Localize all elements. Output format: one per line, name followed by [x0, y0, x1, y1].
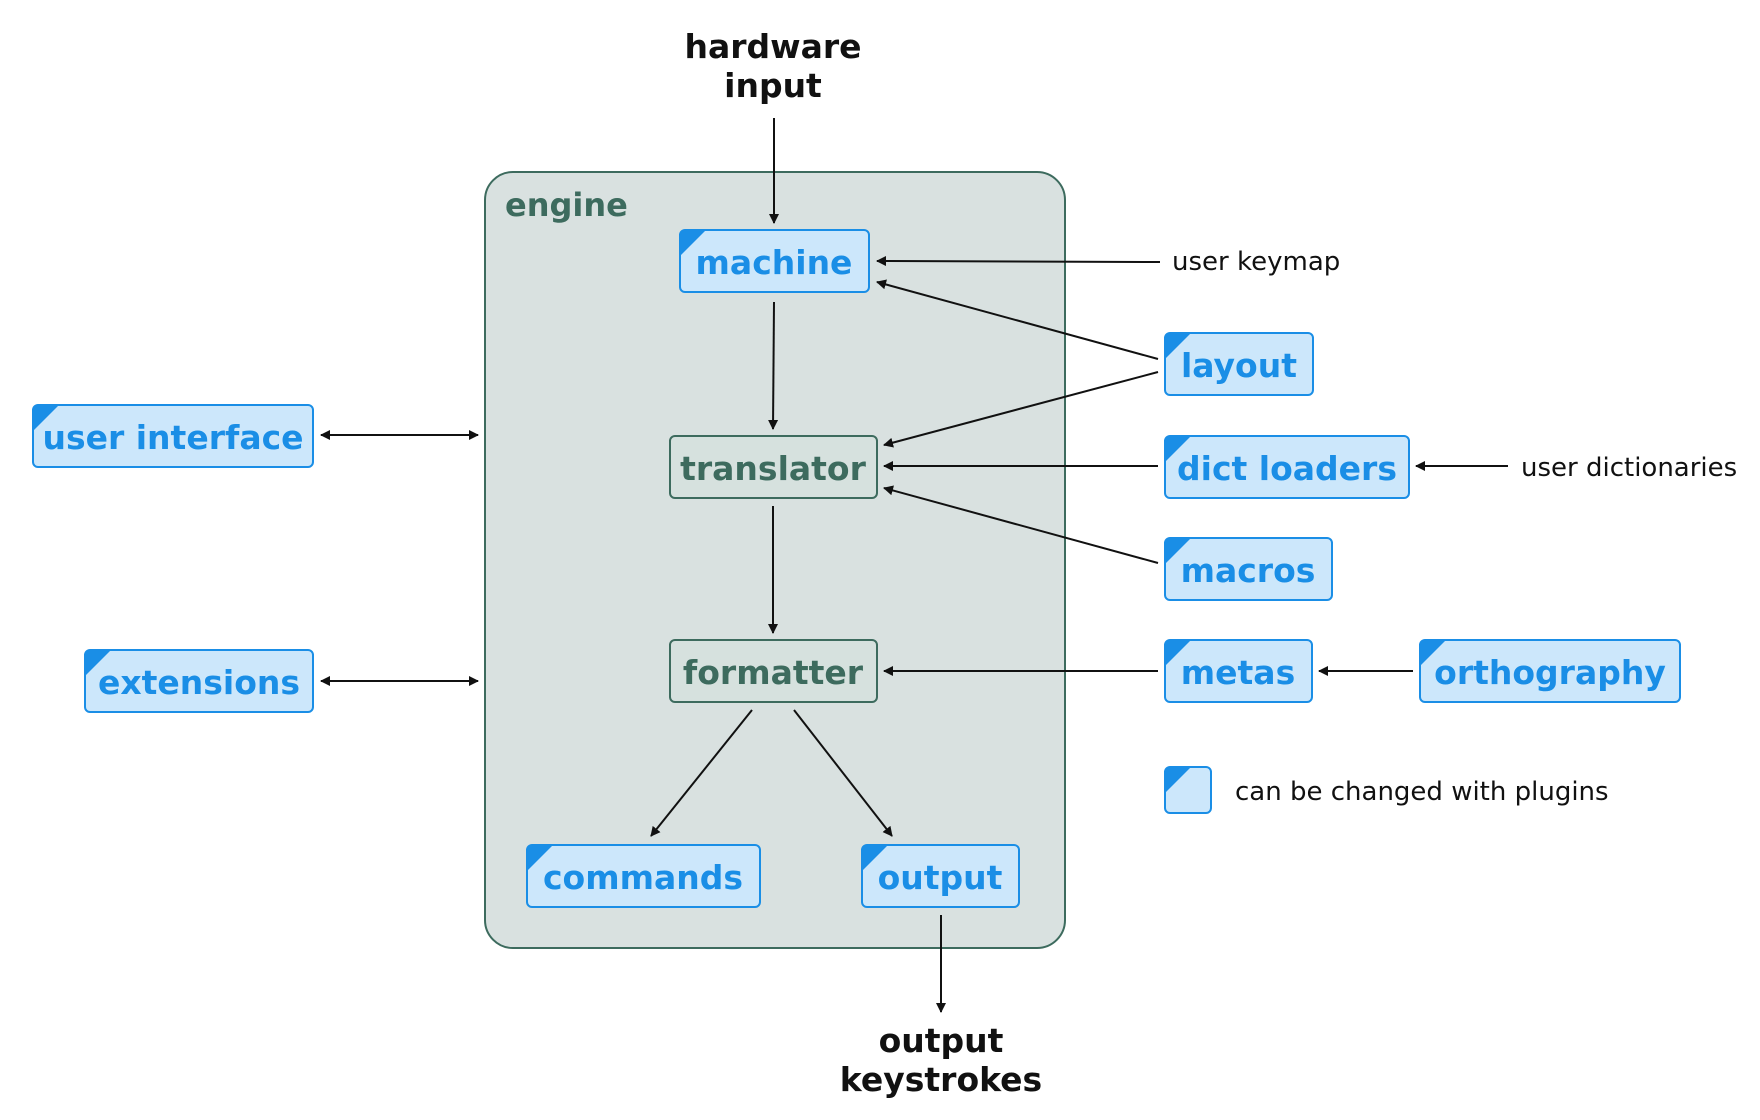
metas-node: metas	[1164, 639, 1313, 703]
svg-text:macros: macros	[1181, 551, 1316, 590]
svg-text:extensions: extensions	[98, 663, 300, 702]
svg-text:user interface: user interface	[42, 418, 303, 457]
svg-text:output: output	[878, 858, 1003, 897]
svg-text:machine: machine	[696, 243, 853, 282]
commands-node: commands	[526, 844, 761, 908]
arrow-keymap-to-machine	[876, 256, 1161, 267]
machine-node: machine	[679, 229, 870, 293]
connector-arrows	[320, 118, 1508, 1013]
user-dictionaries-label: user dictionaries	[1521, 453, 1737, 483]
plugin-corner-icon	[1165, 436, 1191, 462]
engine-container: engine	[484, 171, 1066, 949]
arrow-layout-to-translator	[883, 371, 1159, 448]
plugin-corner-icon	[1165, 640, 1191, 666]
plugin-corner-icon	[85, 650, 111, 676]
output-node: output	[861, 844, 1020, 908]
svg-text:input: input	[724, 66, 822, 105]
legend: can be changed with plugins	[1164, 766, 1609, 814]
svg-text:hardware: hardware	[684, 27, 861, 66]
svg-text:keystrokes: keystrokes	[840, 1060, 1042, 1099]
plugin-corner-icon	[33, 405, 59, 431]
svg-text:commands: commands	[543, 858, 743, 897]
legend-text: can be changed with plugins	[1235, 777, 1609, 807]
engine-label: engine	[505, 186, 628, 224]
arrow-formatter-to-output	[793, 709, 893, 837]
user-interface-node: user interface	[32, 404, 314, 468]
plugin-corner-icon	[862, 845, 888, 871]
plugin-corner-icon	[527, 845, 553, 871]
hardware-input-label: hardware input	[684, 27, 861, 105]
svg-text:output: output	[879, 1021, 1004, 1060]
svg-text:orthography: orthography	[1434, 653, 1666, 692]
plugin-corner-icon	[680, 230, 706, 256]
arrow-layout-to-machine	[876, 279, 1159, 360]
arrow-formatter-to-commands	[650, 709, 753, 837]
layout-node: layout	[1164, 332, 1314, 396]
extensions-node: extensions	[84, 649, 314, 713]
svg-text:layout: layout	[1181, 346, 1297, 385]
plugin-corner-icon	[1165, 767, 1191, 793]
plugin-corner-icon	[1165, 333, 1191, 359]
translator-node: translator	[669, 435, 878, 499]
svg-text:translator: translator	[680, 449, 866, 488]
plugin-corner-icon	[1420, 640, 1446, 666]
orthography-node: orthography	[1419, 639, 1681, 703]
formatter-node: formatter	[669, 639, 878, 703]
svg-text:formatter: formatter	[683, 653, 864, 692]
macros-node: macros	[1164, 537, 1333, 601]
plugin-corner-icon	[1165, 538, 1191, 564]
arrow-macros-to-translator	[883, 485, 1159, 564]
arrow-machine-to-translator	[768, 301, 779, 430]
output-keystrokes-label: output keystrokes	[840, 1021, 1042, 1099]
dict-loaders-node: dict loaders	[1164, 435, 1410, 499]
svg-text:metas: metas	[1181, 653, 1295, 692]
svg-text:dict loaders: dict loaders	[1177, 449, 1397, 488]
user-keymap-label: user keymap	[1172, 247, 1340, 277]
